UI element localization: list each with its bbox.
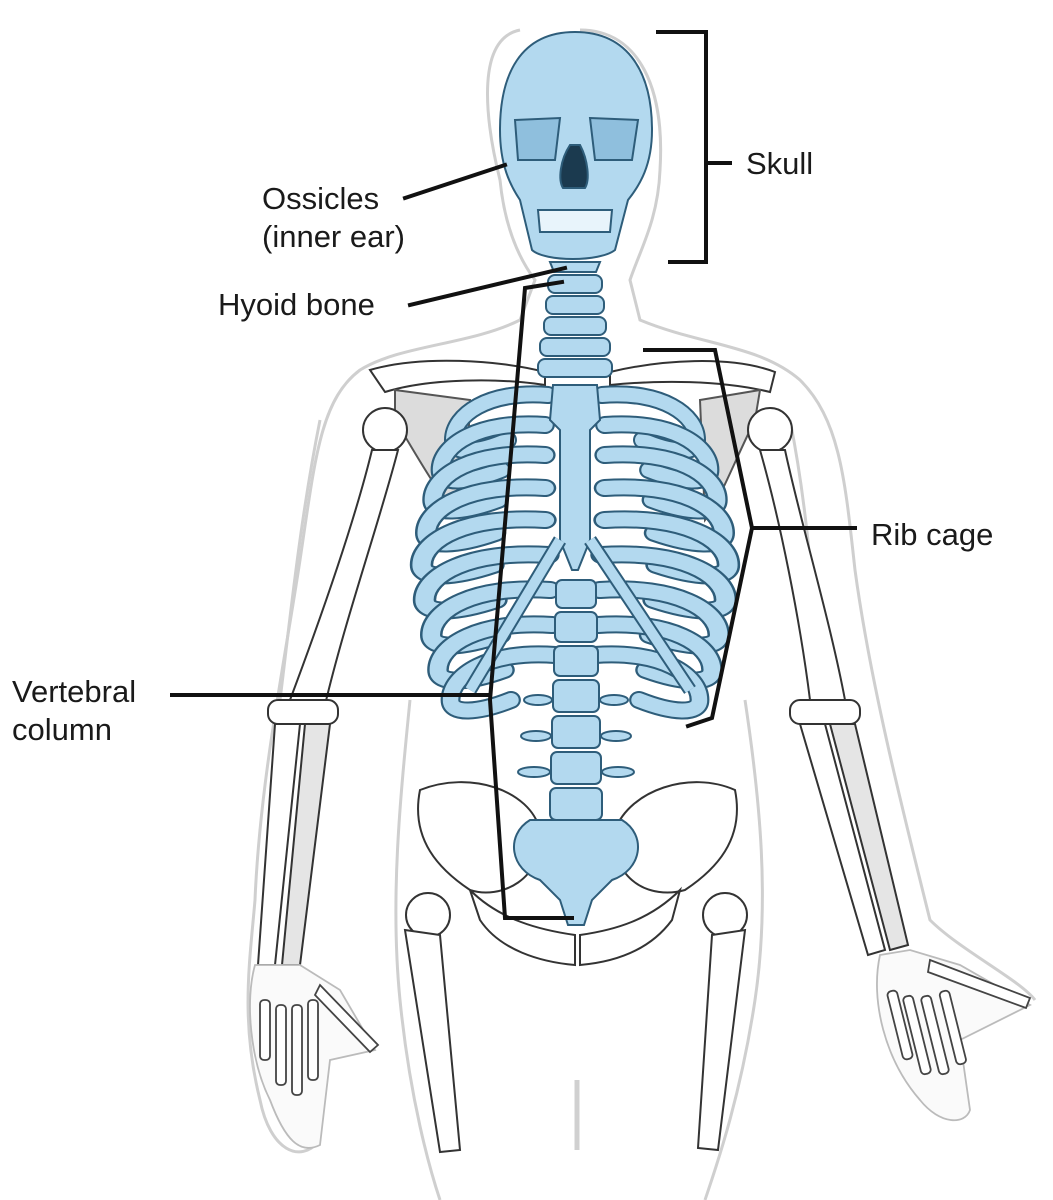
hyoid-leader	[407, 265, 568, 308]
label-vertebral-line2: column	[12, 712, 112, 747]
label-hyoid-bone: Hyoid bone	[218, 287, 375, 322]
label-rib-cage: Rib cage	[871, 517, 994, 552]
label-vertebral-column: Vertebral column	[12, 673, 136, 749]
label-ossicles-line1: Ossicles	[262, 181, 380, 216]
lumbar-spine-sacrum	[513, 579, 639, 926]
ossicles-leader	[402, 162, 508, 201]
axial-skeleton	[498, 30, 654, 378]
vertebral-bracket	[170, 279, 574, 920]
label-ossicles-line2: (inner ear)	[262, 219, 405, 254]
label-ossicles: Ossicles (inner ear)	[262, 180, 405, 256]
leader-lines	[170, 30, 857, 920]
label-skull: Skull	[746, 146, 814, 181]
rib-cage	[422, 384, 729, 711]
label-vertebral-line1: Vertebral	[12, 674, 137, 709]
hands	[249, 949, 1032, 1149]
skull-bracket	[656, 30, 732, 264]
ribcage-bracket	[643, 348, 857, 729]
